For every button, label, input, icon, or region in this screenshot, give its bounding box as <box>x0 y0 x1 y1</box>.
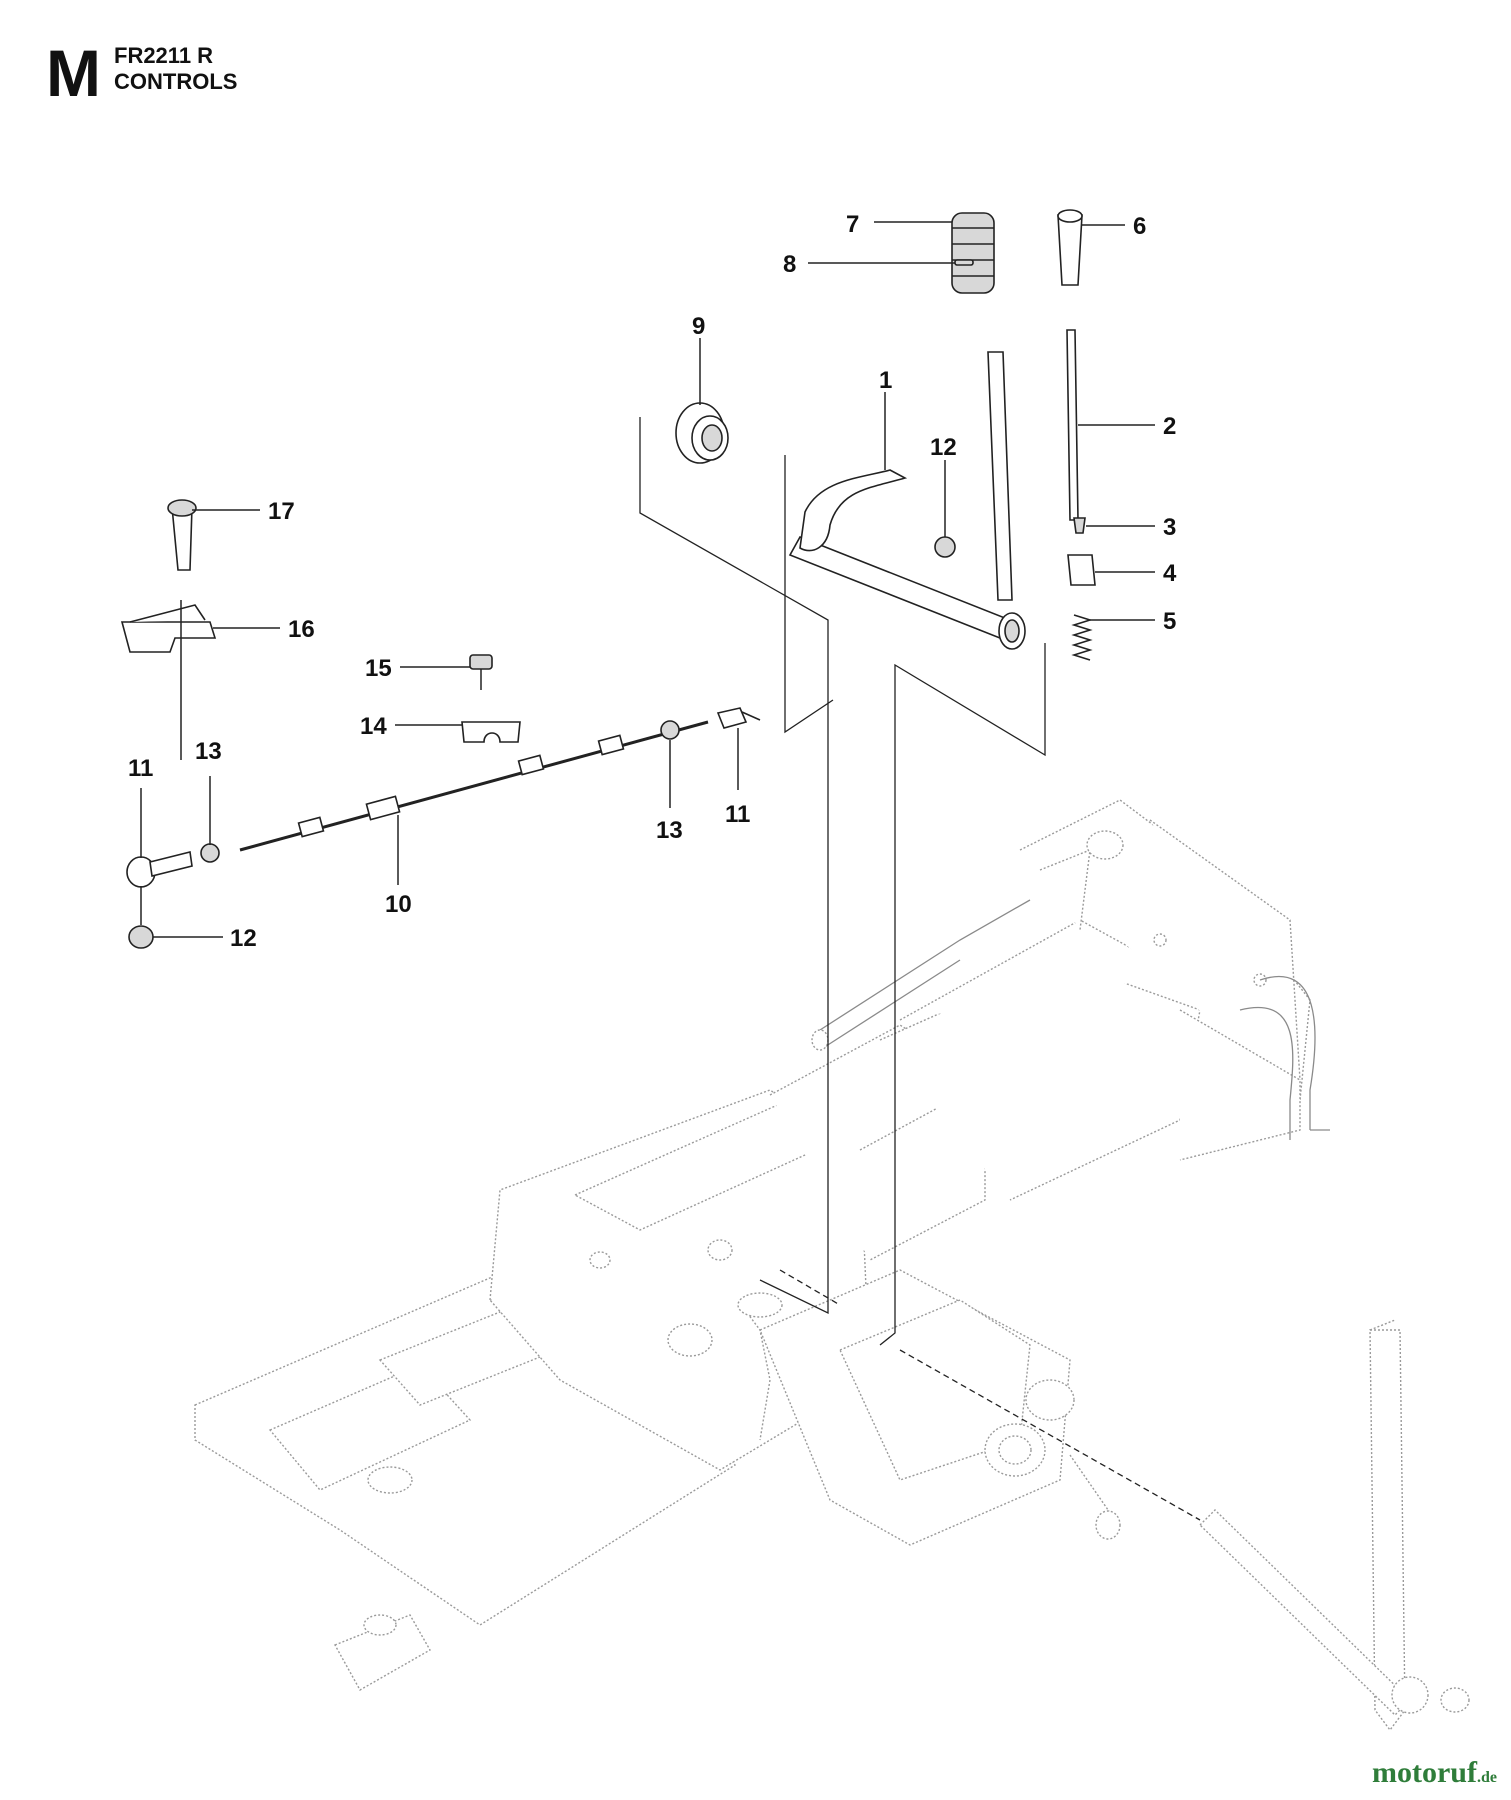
callout-6: 6 <box>1133 213 1146 240</box>
watermark-logo: motoruf.de <box>1372 1756 1497 1790</box>
callout-2: 2 <box>1163 413 1176 440</box>
callout-3: 3 <box>1163 514 1176 541</box>
projection-lines <box>639 417 1201 1521</box>
callout-12-bottom: 12 <box>230 925 257 952</box>
callout-labels: 7 8 6 9 1 12 2 3 4 5 17 16 15 14 13 11 1… <box>128 211 1177 952</box>
part-12-nut-bottom <box>128 925 154 949</box>
part-11-ball-joint-left <box>126 851 193 925</box>
callout-17: 17 <box>268 498 295 525</box>
callout-9: 9 <box>692 313 705 340</box>
part-1-control-shaft <box>788 469 1026 650</box>
part-3-clip <box>1073 517 1086 534</box>
part-15-screw <box>469 654 493 690</box>
part-17-bolt <box>167 499 197 571</box>
part-12-nut-top <box>934 536 956 558</box>
callout-13-left: 13 <box>195 738 222 765</box>
model-name: FR2211 R <box>114 43 214 68</box>
callout-4: 4 <box>1163 560 1177 587</box>
part-5-spring <box>1071 614 1093 661</box>
callout-11-left: 11 <box>128 755 153 782</box>
callout-11-right: 11 <box>725 801 750 828</box>
part-13-nut-right <box>660 720 680 740</box>
callout-14: 14 <box>360 713 387 740</box>
leader-lines <box>140 221 1155 938</box>
callout-10: 10 <box>385 891 412 918</box>
callout-5: 5 <box>1163 608 1176 635</box>
callout-16: 16 <box>288 616 315 643</box>
page-title: CONTROLS <box>114 69 238 94</box>
part-16-clamp <box>120 600 217 760</box>
section-letter: M <box>46 36 101 110</box>
part-7-grip-lever <box>951 212 1013 601</box>
callout-7: 7 <box>846 211 859 238</box>
part-2-rod <box>1066 329 1079 521</box>
watermark-suffix: .de <box>1477 1769 1497 1786</box>
callout-12-top: 12 <box>930 434 957 461</box>
callout-1: 1 <box>879 367 892 394</box>
callout-15: 15 <box>365 655 392 682</box>
part-4-plate <box>1067 554 1096 586</box>
part-8-pin <box>954 259 974 266</box>
part-14-cable-clamp <box>461 721 521 743</box>
callout-8: 8 <box>783 251 796 278</box>
part-9-bushing <box>675 402 729 464</box>
chassis-frame <box>194 799 1470 1732</box>
part-6-cap <box>1057 209 1083 286</box>
watermark-main: motoruf <box>1372 1756 1477 1789</box>
part-13-nut-left <box>200 843 220 863</box>
part-11-ball-joint-right <box>716 707 761 729</box>
part-10-cable <box>239 720 709 885</box>
callout-13-right: 13 <box>656 817 683 844</box>
